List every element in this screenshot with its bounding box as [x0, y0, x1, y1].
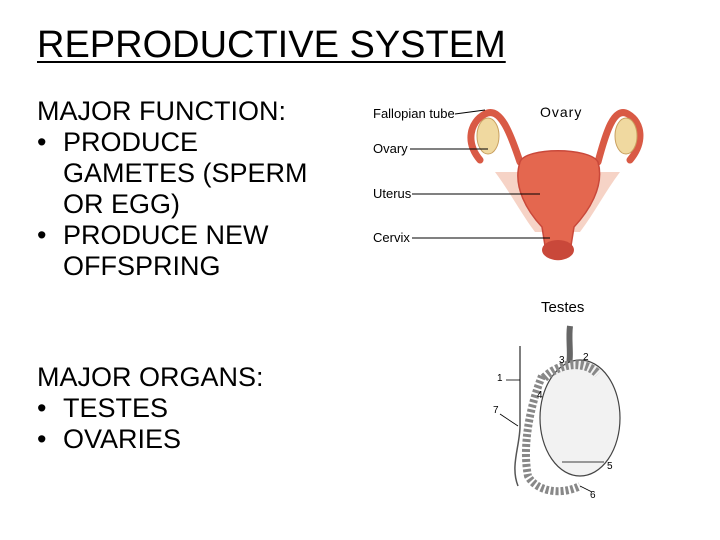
- list-item: OVARIES: [37, 424, 337, 455]
- list-item: PRODUCE GAMETES (SPERM OR EGG): [37, 127, 337, 220]
- female-reproductive-figure: Fallopian tube Ovary Ovary Uterus Cervix: [360, 92, 680, 282]
- label-number-5: 5: [607, 461, 613, 472]
- testis-body: [539, 359, 621, 477]
- male-reproductive-figure: Testes 1 2 3 4 5 6 7: [480, 296, 640, 512]
- label-number-3: 3: [559, 355, 565, 366]
- major-function-list: PRODUCE GAMETES (SPERM OR EGG) PRODUCE N…: [37, 127, 337, 282]
- right-fallopian-tube: [594, 109, 644, 166]
- vas-deferens: [514, 346, 521, 487]
- label-number-1: 1: [497, 373, 503, 384]
- leader-line: [454, 109, 486, 115]
- uterus-body: [517, 150, 601, 261]
- major-function-heading: MAJOR FUNCTION:: [37, 96, 286, 126]
- label-number-7: 7: [493, 405, 499, 416]
- uterus-label: Uterus: [373, 186, 412, 201]
- label-number-4: 4: [537, 390, 543, 401]
- list-item: TESTES: [37, 393, 337, 424]
- major-organs-heading: MAJOR ORGANS:: [37, 362, 264, 392]
- cervix-shape: [542, 240, 574, 260]
- ovary-caption: Ovary: [540, 104, 583, 120]
- leader-line: [579, 485, 593, 493]
- left-ovary: [476, 117, 500, 155]
- epididymis-head: [540, 360, 602, 382]
- label-number-2: 2: [583, 352, 589, 363]
- ovary-label: Ovary: [373, 141, 408, 156]
- fallopian-tube-label: Fallopian tube: [373, 106, 455, 121]
- right-ovary: [614, 117, 638, 155]
- cervix-label: Cervix: [373, 230, 410, 245]
- major-organs-section: MAJOR ORGANS: TESTES OVARIES: [37, 362, 337, 455]
- left-fallopian-tube: [467, 109, 524, 166]
- major-organs-list: TESTES OVARIES: [37, 393, 337, 455]
- epididymis: [522, 374, 582, 496]
- list-item: PRODUCE NEW OFFSPRING: [37, 220, 337, 282]
- leader-line: [499, 413, 519, 427]
- major-function-section: MAJOR FUNCTION: PRODUCE GAMETES (SPERM O…: [37, 96, 337, 282]
- uterus-illustration: [410, 109, 644, 261]
- testes-caption: Testes: [541, 299, 585, 316]
- testis-illustration: [499, 325, 621, 496]
- slide-title: REPRODUCTIVE SYSTEM: [37, 24, 506, 66]
- label-number-6: 6: [590, 490, 596, 501]
